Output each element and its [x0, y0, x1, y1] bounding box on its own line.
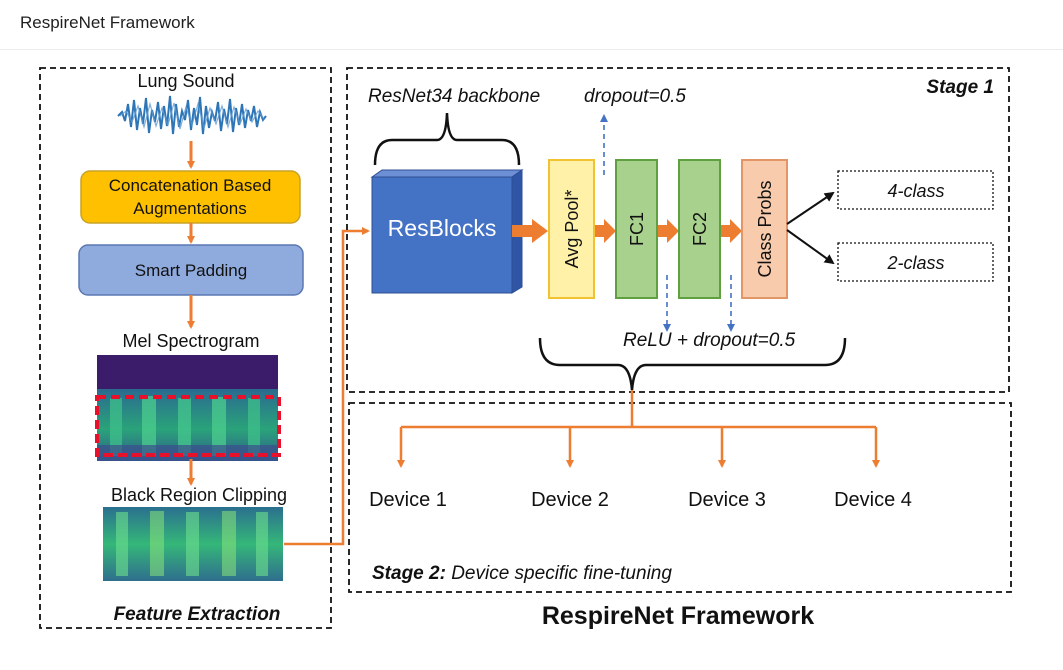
- waveform-icon: [117, 95, 267, 135]
- stage2-title-bold: Stage 2:: [372, 563, 446, 584]
- arrow-to-2class: [786, 229, 835, 265]
- clipped-spectrogram-image: [103, 507, 283, 581]
- stage2-title-rest: Device specific fine-tuning: [446, 563, 672, 584]
- output-2class-box: [837, 242, 994, 282]
- page-header: RespireNet Framework: [0, 0, 1063, 50]
- lung-sound-label: Lung Sound: [137, 71, 234, 91]
- output-2class-label: 2-class: [886, 253, 944, 273]
- black-region-clipping-label: Black Region Clipping: [111, 485, 287, 505]
- page-title: RespireNet Framework: [20, 13, 195, 32]
- output-4class-label: 4-class: [887, 181, 944, 201]
- device-label-3: Device 3: [688, 489, 766, 511]
- dropout-top-label: dropout=0.5: [584, 86, 686, 107]
- feature-extraction-title: Feature Extraction: [114, 604, 281, 625]
- fc1-box: [615, 159, 658, 299]
- device-label-2: Device 2: [531, 489, 609, 511]
- resblocks-box: [370, 169, 524, 294]
- classprobs-box: [741, 159, 788, 299]
- device-label-4: Device 4: [834, 489, 912, 511]
- avgpool-box: [548, 159, 595, 299]
- stage2-title: Stage 2: Device specific fine-tuning: [372, 563, 672, 584]
- fc2-label: FC2: [690, 212, 710, 246]
- backbone-brace: [373, 112, 521, 166]
- mel-spectrogram-image: [97, 355, 278, 461]
- arrow-fc2-to-classprobs: [720, 219, 742, 243]
- classprobs-label: Class Probs: [755, 180, 775, 277]
- avgpool-label: Avg Pool*: [562, 190, 582, 269]
- fc2-box: [678, 159, 721, 299]
- mel-spectrogram-label: Mel Spectrogram: [122, 331, 259, 351]
- stage2-panel: [348, 402, 1012, 593]
- clipping-region-highlight: [95, 395, 281, 457]
- output-4class-box: [837, 170, 994, 210]
- arrow-to-4class: [786, 191, 835, 225]
- smart-padding-label: Smart Padding: [135, 261, 247, 280]
- arrow-avgpool-to-fc1: [594, 219, 616, 243]
- device-tree: [397, 390, 880, 468]
- arrow-fc1-to-fc2: [657, 219, 679, 243]
- augmentation-label-line2: Augmentations: [133, 199, 246, 218]
- footer-title: RespireNet Framework: [542, 602, 814, 630]
- stage1-title: Stage 1: [926, 77, 994, 98]
- backbone-label: ResNet34 backbone: [368, 86, 540, 107]
- feature-extraction-panel: [39, 67, 332, 629]
- relu-dropout-label: ReLU + dropout=0.5: [623, 330, 796, 351]
- resblocks-label: ResBlocks: [388, 215, 497, 241]
- device-label-1: Device 1: [369, 489, 447, 511]
- arrow-resblocks-to-avgpool: [512, 219, 548, 243]
- stage1-panel: [346, 67, 1010, 393]
- connector-clipping-to-resblocks: [284, 227, 370, 546]
- fc1-label: FC1: [627, 212, 647, 246]
- augmentation-label-line1: Concatenation Based: [109, 176, 272, 195]
